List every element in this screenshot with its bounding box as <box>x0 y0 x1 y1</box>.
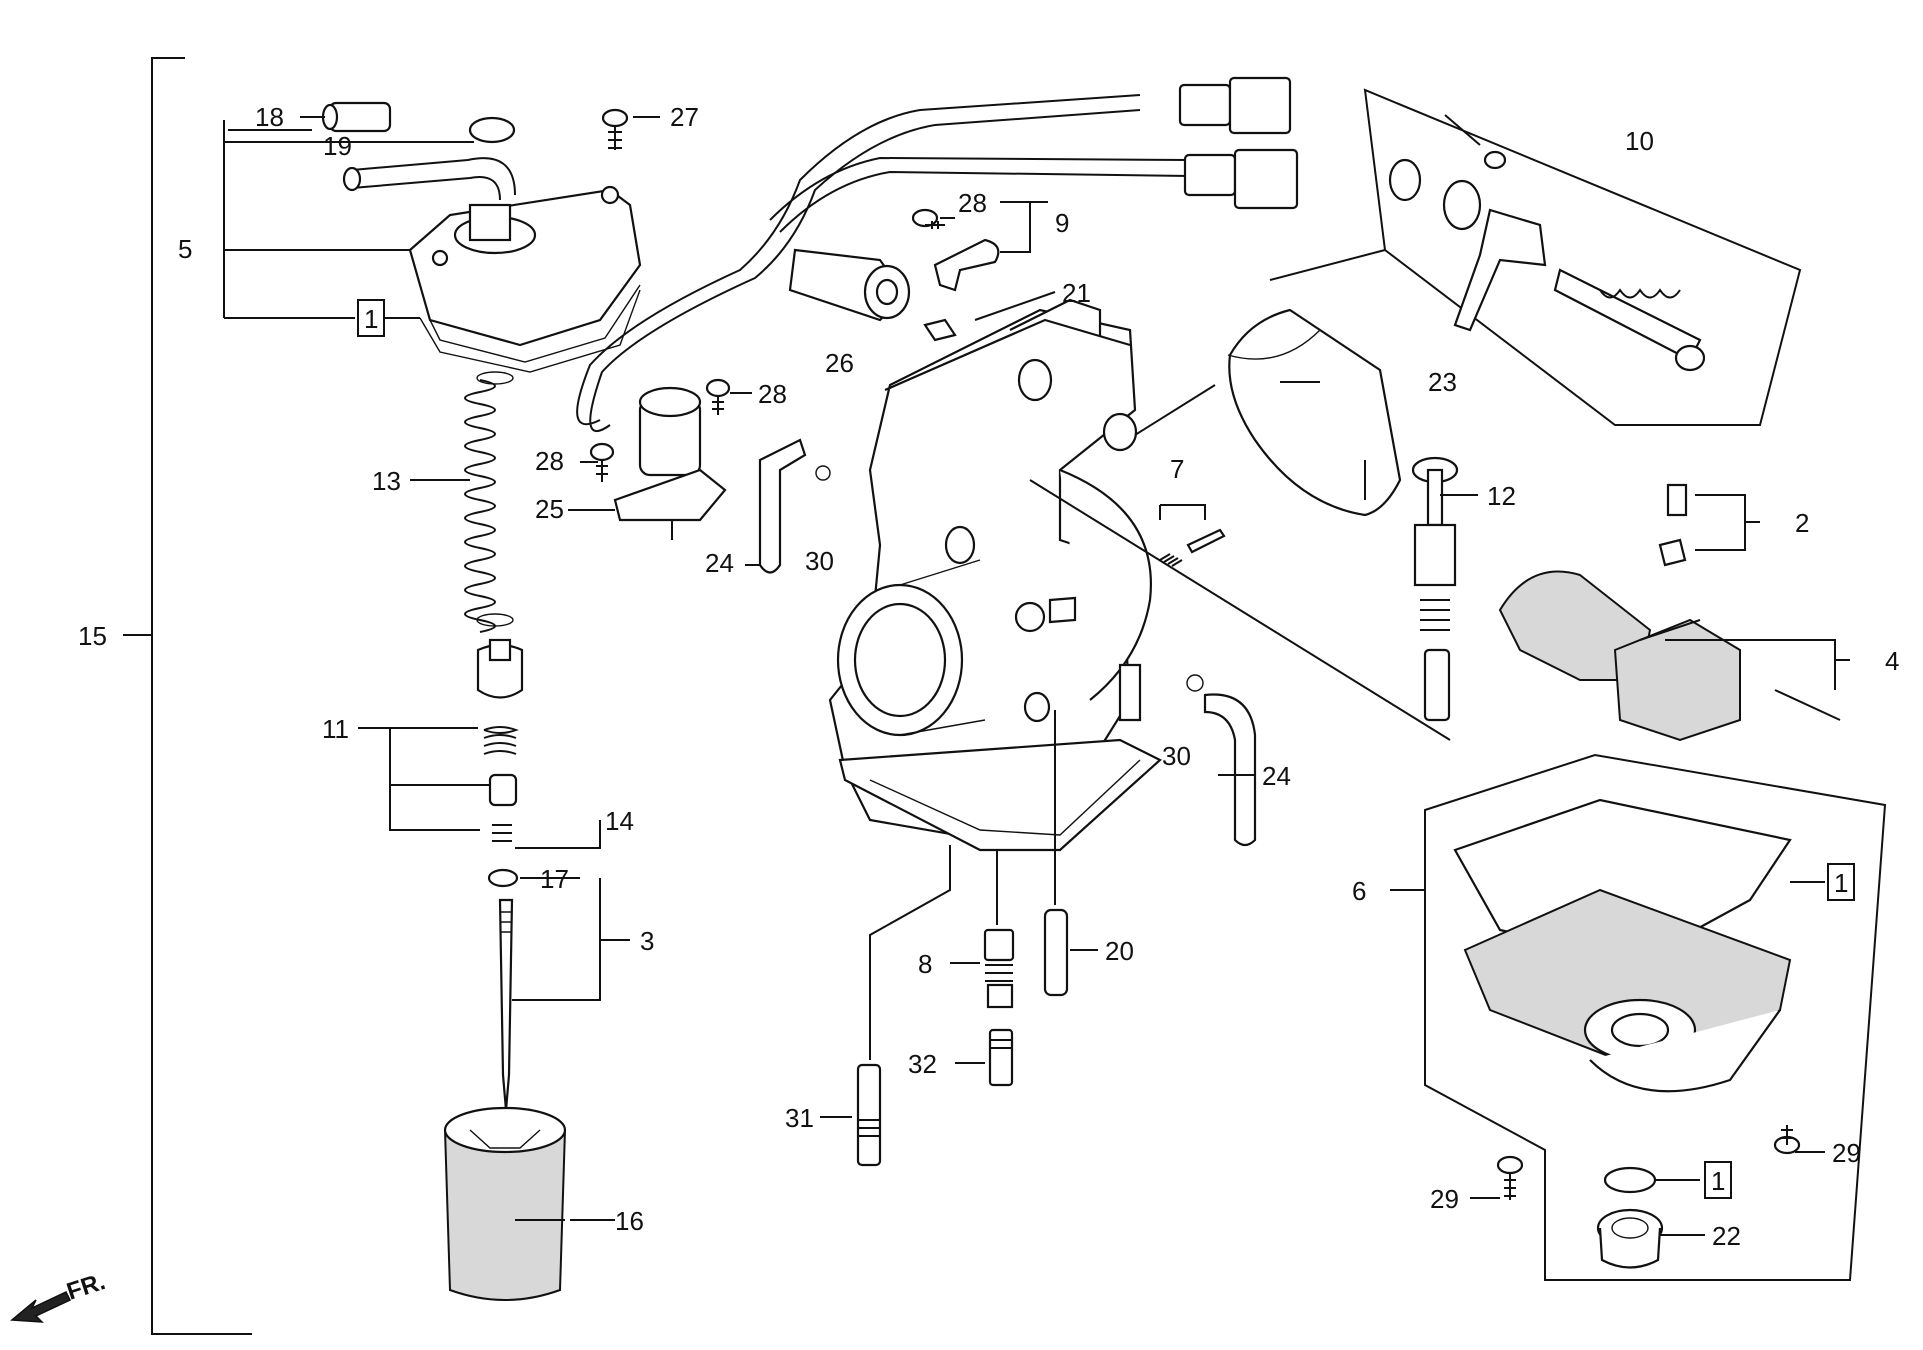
callout-8: 8 <box>918 949 932 979</box>
callout-9: 9 <box>1055 208 1069 238</box>
callout-14: 14 <box>605 806 634 836</box>
float-needle-2 <box>1658 483 1688 567</box>
callout-24-left: 24 <box>705 548 734 578</box>
screw-28-b <box>705 378 731 415</box>
callout-labels: 18 27 19 5 28 9 21 26 28 28 13 25 24 30 … <box>78 102 1899 1251</box>
starter-plunger-12 <box>1411 456 1459 722</box>
seal-19 <box>468 116 516 144</box>
assembly-bracket-15 <box>123 57 252 1335</box>
callout-19: 19 <box>323 131 352 161</box>
callout-26: 26 <box>825 348 854 378</box>
top-cap-assembly <box>342 157 642 363</box>
callout-7: 7 <box>1170 454 1184 484</box>
sensor-26 <box>788 248 911 322</box>
callout-5: 5 <box>178 234 192 264</box>
spring-13 <box>464 371 514 633</box>
screw-29-a <box>1496 1155 1524 1200</box>
callout-13: 13 <box>372 466 401 496</box>
screw-28-c <box>589 442 615 482</box>
needle-holder-11 <box>476 638 524 888</box>
jet-32 <box>988 1028 1014 1087</box>
callout-22: 22 <box>1712 1221 1741 1251</box>
callout-21: 21 <box>1062 278 1091 308</box>
throttle-valve-16 <box>443 1106 567 1301</box>
choke-leader <box>1029 479 1451 741</box>
hose-24-right <box>1203 693 1257 847</box>
boxed-callout-cap-gasket: 1 <box>357 299 385 337</box>
jet-needle-3 <box>498 898 514 1111</box>
wire-harness <box>576 76 1299 432</box>
screw-27 <box>601 108 629 150</box>
clip-21 <box>923 318 957 342</box>
callout-15: 15 <box>78 621 107 651</box>
screw-29-b <box>1773 1125 1801 1155</box>
solenoid-25 <box>613 386 727 540</box>
callout-12: 12 <box>1487 481 1516 511</box>
callout-17: 17 <box>540 864 569 894</box>
callout-29-left: 29 <box>1430 1184 1459 1214</box>
callout-11: 11 <box>322 714 349 744</box>
callout-32: 32 <box>908 1049 937 1079</box>
screw-spring-7 <box>1159 528 1226 567</box>
callout-24-right: 24 <box>1262 761 1291 791</box>
bracket-9 <box>933 238 1000 292</box>
carburetor-body <box>828 298 1162 852</box>
cover-23 <box>1227 308 1402 517</box>
float-chamber-assembly-6 <box>1424 753 1887 1281</box>
right-leader-lines <box>515 201 1850 1236</box>
boxed-callout-text: 1 <box>1711 1166 1725 1196</box>
callout-28-mid: 28 <box>758 379 787 409</box>
callout-10: 10 <box>1625 126 1654 156</box>
jet-leader-lines <box>820 710 1098 1118</box>
left-leader-lines <box>223 116 660 1221</box>
screw-28-a <box>911 208 945 229</box>
needle-jet-31 <box>856 1063 882 1167</box>
callout-25: 25 <box>535 494 564 524</box>
boxed-callout-chamber-gasket: 1 <box>1827 863 1855 901</box>
callout-6: 6 <box>1352 876 1366 906</box>
hose-24-left <box>758 438 807 574</box>
callout-23: 23 <box>1428 367 1457 397</box>
clip-30-right <box>1186 674 1204 692</box>
callout-30-left: 30 <box>805 546 834 576</box>
joint-18 <box>321 101 392 133</box>
front-direction-arrow-icon: FR. <box>10 1268 109 1323</box>
callout-31: 31 <box>785 1103 814 1133</box>
cover-leader <box>1134 249 1386 436</box>
front-direction-label: FR. <box>64 1268 109 1306</box>
callout-3: 3 <box>640 926 654 956</box>
cap-gasket <box>419 289 641 373</box>
boxed-callout-o-ring: 1 <box>1704 1161 1732 1199</box>
main-jet-8 <box>983 928 1015 1009</box>
o-ring <box>1603 1166 1657 1194</box>
callout-18: 18 <box>255 102 284 132</box>
callout-27: 27 <box>670 102 699 132</box>
callout-30-right: 30 <box>1162 741 1191 771</box>
callout-16: 16 <box>615 1206 644 1236</box>
callout-29-right: 29 <box>1832 1138 1861 1168</box>
callout-28-top: 28 <box>958 188 987 218</box>
callout-2: 2 <box>1795 508 1809 538</box>
choke-assembly-10 <box>1363 88 1802 426</box>
callout-20: 20 <box>1105 936 1134 966</box>
slow-jet-20 <box>1043 908 1069 997</box>
boxed-callout-text: 1 <box>1834 868 1848 898</box>
callout-28-left: 28 <box>535 446 564 476</box>
float-4 <box>1498 570 1841 742</box>
callout-4: 4 <box>1885 646 1899 676</box>
clip-30-left <box>815 465 831 481</box>
drain-plug-22 <box>1596 1208 1664 1269</box>
boxed-callout-text: 1 <box>364 304 378 334</box>
